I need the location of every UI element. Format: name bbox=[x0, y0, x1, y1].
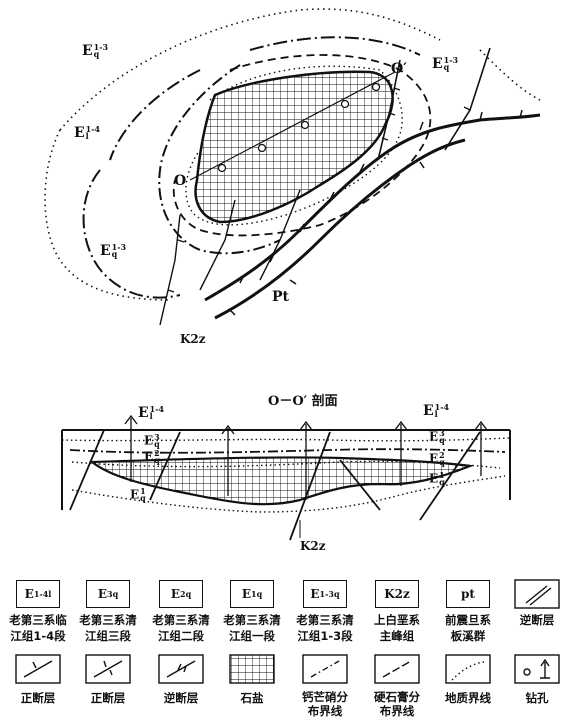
legend-caption-geologic-boundary: 地质界线 bbox=[445, 691, 491, 705]
legend-caption-k2z: 上白垩系主峰组 bbox=[374, 613, 420, 643]
rock-salt-icon bbox=[229, 654, 275, 684]
section-boundary-1 bbox=[61, 437, 511, 442]
normal-fault-2-icon bbox=[85, 654, 131, 684]
legend-caption-reverse-fault: 逆断层 bbox=[519, 613, 555, 627]
normal-fault-icon bbox=[15, 654, 61, 684]
inner-dotted-ring bbox=[185, 65, 403, 226]
legend-box-pt: pt bbox=[446, 580, 490, 608]
cross-section bbox=[61, 414, 511, 541]
outer-dotted-boundary bbox=[44, 8, 541, 301]
legend-caption-normal-fault: 正断层 bbox=[20, 691, 56, 705]
legend-caption-reverse-fault-2: 逆断层 bbox=[163, 691, 199, 705]
outer-dashdot-boundary bbox=[82, 36, 421, 299]
section-base-line bbox=[71, 475, 506, 513]
legend-caption-rock-salt: 石盐 bbox=[240, 691, 264, 705]
main-fault-north bbox=[204, 113, 541, 302]
legend-caption-pt: 前震旦系板溪群 bbox=[445, 613, 491, 643]
borehole-icon bbox=[514, 654, 560, 684]
glauberite-boundary-icon bbox=[302, 654, 348, 684]
label-pt: Pt bbox=[272, 289, 289, 305]
borehole-markers bbox=[217, 82, 381, 173]
fault-ticks bbox=[229, 109, 523, 316]
reverse-fault-2-icon bbox=[158, 654, 204, 684]
label-section-k2z: K2z bbox=[300, 539, 326, 553]
label-point-o: O bbox=[174, 173, 187, 189]
salt-body bbox=[194, 70, 394, 224]
gypsum-boundary-icon bbox=[374, 654, 420, 684]
middle-dashdot-ring bbox=[158, 64, 281, 255]
section-title: O－O′ 剖面 bbox=[268, 394, 338, 409]
fault-tick-marks bbox=[167, 87, 471, 293]
legend-caption-el14: 老第三系临江组1-4段 bbox=[9, 613, 67, 643]
section-fault-1 bbox=[69, 429, 105, 511]
section-fault-5 bbox=[339, 459, 381, 511]
section-boreholes bbox=[124, 414, 488, 500]
legend-caption-eq2: 老第三系清江组二段 bbox=[152, 613, 210, 643]
legend-caption-gypsum: 硬石膏分布界线 bbox=[374, 690, 420, 718]
label-k2z-map: K2z bbox=[180, 332, 206, 346]
section-fault-3 bbox=[289, 431, 331, 541]
section-salt-lens bbox=[88, 456, 475, 506]
fault-west-2 bbox=[199, 199, 236, 291]
label-point-o-prime: O′ bbox=[391, 61, 407, 77]
legend-caption-eq3: 老第三系清江组三段 bbox=[79, 613, 137, 643]
legend-caption-borehole: 钻孔 bbox=[525, 691, 549, 705]
legend-caption-glauberite: 钙芒硝分布界线 bbox=[302, 690, 348, 718]
section-fault-4 bbox=[419, 431, 481, 521]
fault-west-1 bbox=[159, 214, 181, 326]
section-line bbox=[189, 71, 396, 181]
geologic-boundary-icon bbox=[445, 654, 491, 684]
legend-box-k2z: K2z bbox=[375, 580, 419, 608]
fault-mid bbox=[259, 189, 301, 281]
inner-dashed-ring bbox=[172, 54, 432, 237]
legend-caption-eq1: 老第三系清江组一段 bbox=[223, 613, 281, 643]
legend-icons bbox=[15, 579, 560, 684]
plan-map bbox=[44, 8, 541, 326]
reverse-fault-icon bbox=[514, 579, 560, 609]
legend-caption-normal-fault-2: 正断层 bbox=[90, 691, 126, 705]
legend-caption-eq13: 老第三系清江组1-3段 bbox=[296, 613, 354, 643]
fault-central bbox=[377, 59, 401, 161]
main-fault-south bbox=[214, 138, 466, 320]
section-fault-2 bbox=[149, 431, 181, 501]
